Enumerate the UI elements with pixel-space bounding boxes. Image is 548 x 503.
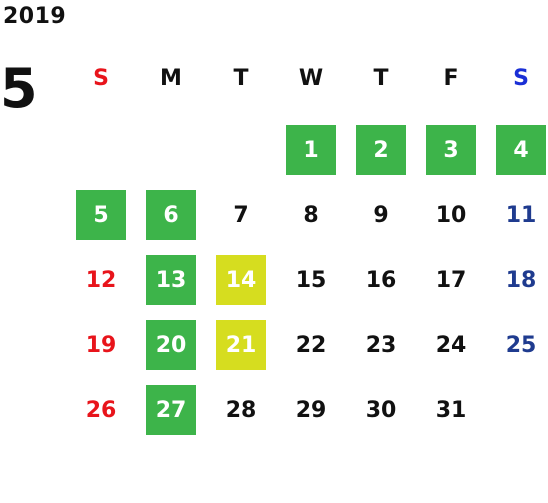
calendar-day[interactable]: 28 — [225, 397, 257, 423]
weekday-header: S — [513, 66, 529, 91]
weekday-header: S — [93, 66, 109, 91]
calendar-day[interactable]: 30 — [365, 397, 397, 423]
year-label: 2019 — [3, 4, 67, 29]
calendar-day[interactable]: 4 — [496, 125, 546, 175]
calendar-day[interactable]: 2 — [356, 125, 406, 175]
weekday-header: M — [160, 66, 182, 91]
calendar-day[interactable]: 27 — [146, 385, 196, 435]
calendar-day[interactable]: 10 — [435, 202, 467, 228]
calendar-day[interactable]: 20 — [146, 320, 196, 370]
month-number: 5 — [0, 57, 38, 120]
weekday-header: T — [233, 66, 249, 91]
calendar-day[interactable]: 9 — [373, 202, 389, 228]
calendar-day[interactable]: 8 — [303, 202, 319, 228]
calendar-day[interactable]: 5 — [76, 190, 126, 240]
calendar-day[interactable]: 19 — [85, 332, 117, 358]
calendar-day[interactable]: 23 — [365, 332, 397, 358]
weekday-header: F — [443, 66, 459, 91]
calendar-day[interactable]: 17 — [435, 267, 467, 293]
calendar-day[interactable]: 14 — [216, 255, 266, 305]
weekday-header: T — [373, 66, 389, 91]
calendar-day[interactable]: 12 — [85, 267, 117, 293]
calendar-day[interactable]: 1 — [286, 125, 336, 175]
calendar-day[interactable]: 7 — [233, 202, 249, 228]
calendar-day[interactable]: 11 — [505, 202, 537, 228]
calendar-day[interactable]: 13 — [146, 255, 196, 305]
calendar-day[interactable]: 25 — [505, 332, 537, 358]
weekday-header: W — [298, 66, 324, 91]
calendar-day[interactable]: 3 — [426, 125, 476, 175]
calendar-day[interactable]: 18 — [505, 267, 537, 293]
calendar-day[interactable]: 22 — [295, 332, 327, 358]
calendar-day[interactable]: 21 — [216, 320, 266, 370]
calendar-day[interactable]: 6 — [146, 190, 196, 240]
calendar-day[interactable]: 29 — [295, 397, 327, 423]
calendar-day[interactable]: 16 — [365, 267, 397, 293]
calendar-day[interactable]: 31 — [435, 397, 467, 423]
calendar-day[interactable]: 26 — [85, 397, 117, 423]
calendar-day[interactable]: 24 — [435, 332, 467, 358]
calendar-day[interactable]: 15 — [295, 267, 327, 293]
